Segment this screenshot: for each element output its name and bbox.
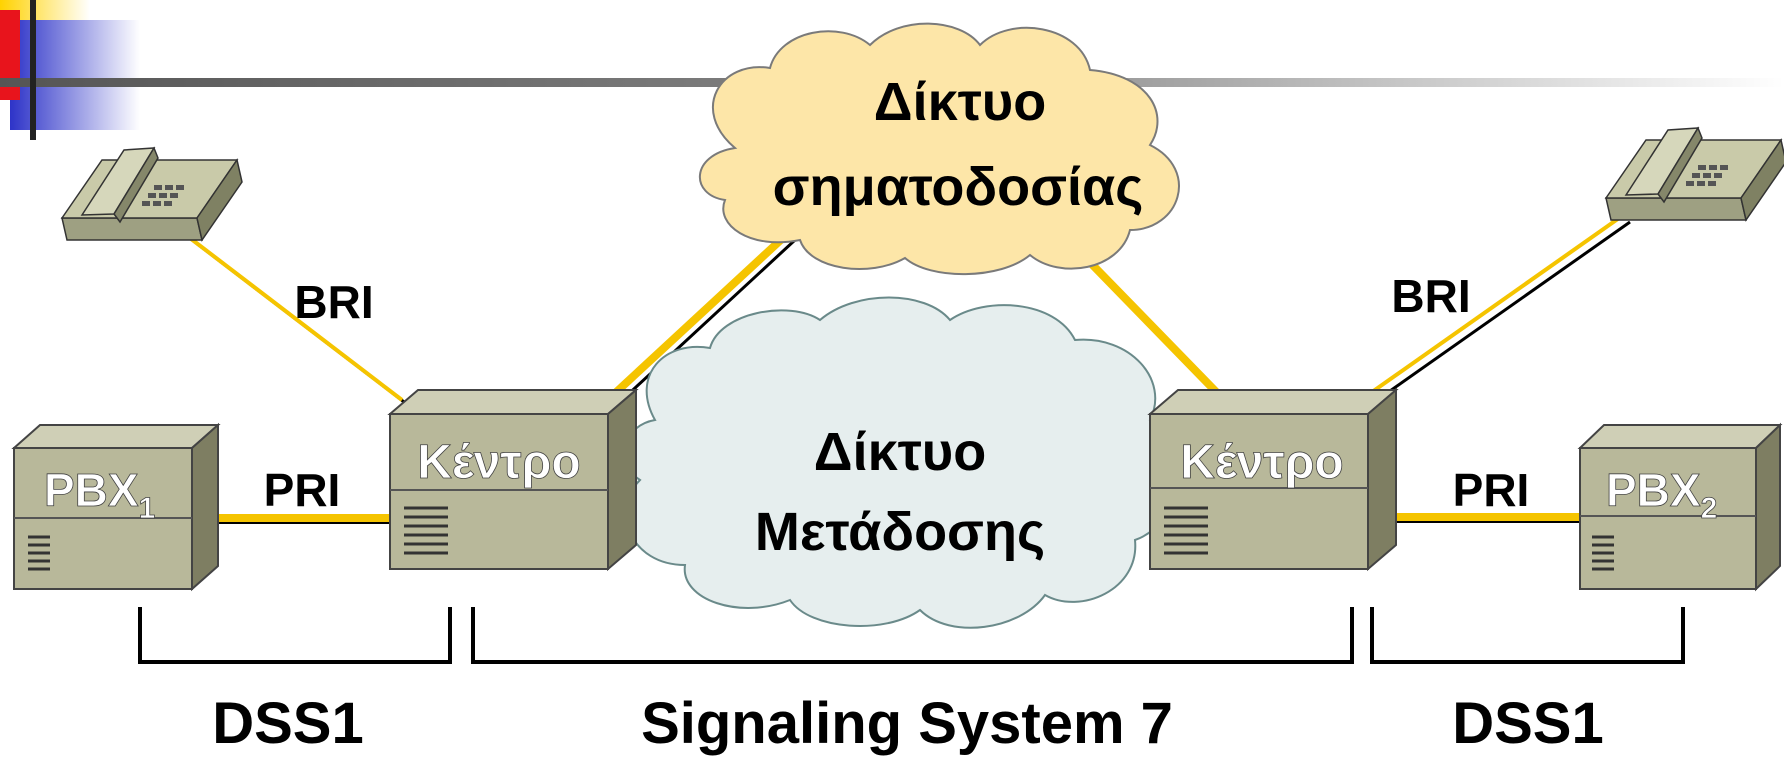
right-bri-label: BRI	[1391, 270, 1470, 322]
switch-left-label: Κέντρο	[417, 436, 580, 489]
protocol-brackets	[138, 607, 1685, 664]
transport-cloud-line2: Μετάδοσης	[755, 502, 1045, 562]
switch-right: Κέντρο	[1147, 387, 1399, 572]
switch-left: Κέντρο	[387, 387, 639, 572]
right-pri-link	[1392, 513, 1580, 523]
vent-lines	[1592, 535, 1614, 571]
left-bri-link	[167, 220, 409, 407]
core-protocol-label: Signaling System 7	[641, 691, 1173, 756]
telephone-icon	[1604, 126, 1784, 222]
transport-cloud-line1: Δίκτυο	[814, 422, 986, 482]
left-dss1-bracket	[138, 607, 452, 664]
left-pri-label: PRI	[264, 464, 341, 516]
left-pri-link	[215, 514, 390, 524]
signaling-cloud-line2: σηματοδοσίας	[773, 157, 1144, 217]
ss7-bracket	[471, 607, 1354, 664]
signaling-cloud: Δίκτυο σηματοδοσίας	[698, 22, 1180, 276]
right-dss1-bracket	[1370, 607, 1685, 664]
right-protocol-label: DSS1	[1452, 691, 1604, 756]
right-signaling-link	[1075, 247, 1229, 405]
pbx-left: PBX1	[11, 422, 221, 592]
switch-right-label: Κέντρο	[1180, 436, 1343, 489]
pbx-right-label: PBX2	[1606, 464, 1717, 525]
vent-lines	[404, 506, 448, 555]
right-pri-label: PRI	[1453, 464, 1530, 516]
right-bri-link	[1370, 214, 1631, 400]
telephone-icon	[60, 146, 243, 242]
transport-cloud: Δίκτυο Μετάδοσης	[622, 296, 1177, 629]
vent-lines	[1164, 506, 1208, 555]
left-bri-label: BRI	[294, 276, 373, 328]
vent-lines	[28, 535, 50, 571]
left-protocol-label: DSS1	[212, 691, 364, 756]
pbx-right: PBX2	[1577, 422, 1783, 592]
signaling-cloud-line1: Δίκτυο	[874, 72, 1046, 132]
pbx-left-label: PBX1	[44, 464, 155, 525]
